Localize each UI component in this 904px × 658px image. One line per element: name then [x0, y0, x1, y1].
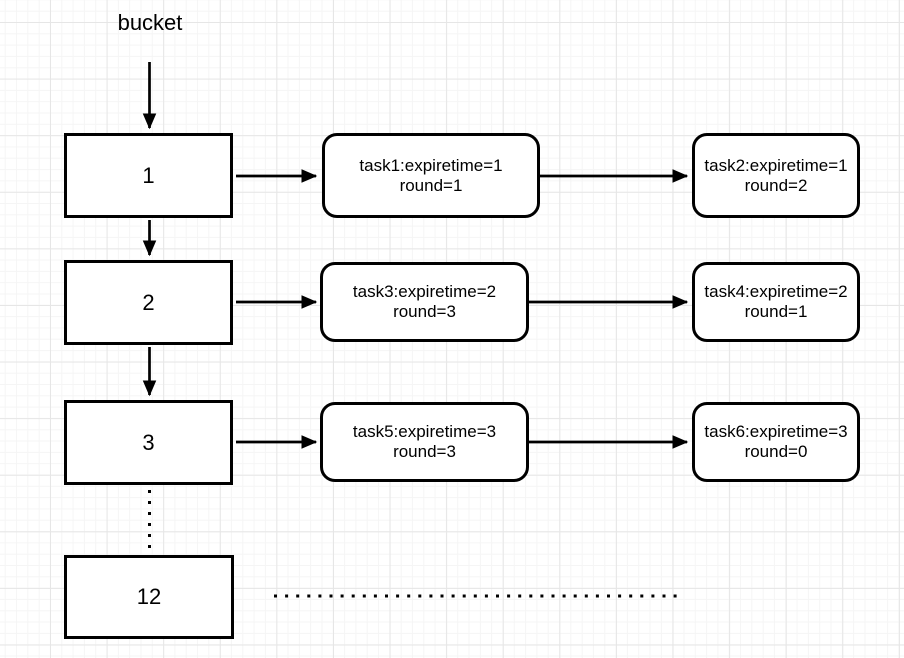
task-line2: round=3	[393, 442, 456, 461]
bucket-box-1: 1	[64, 133, 233, 218]
task-line2: round=1	[744, 302, 808, 321]
task-line1: task2:expiretime=1	[704, 155, 848, 175]
task-node-task1: task1:expiretime=1 round=1	[322, 133, 540, 218]
bucket-number: 3	[142, 429, 155, 455]
bucket-number: 1	[142, 162, 155, 188]
bucket-label: bucket	[117, 10, 183, 35]
task-line2: round=2	[744, 175, 808, 195]
task-node-task5: task5:expiretime=3 round=3	[320, 402, 529, 482]
bucket-box-3: 3	[64, 400, 233, 485]
bucket-number: 12	[136, 584, 162, 609]
task-line2: round=1	[399, 175, 463, 195]
task-node-task2: task2:expiretime=1 round=2	[692, 133, 860, 218]
task-line1: task5:expiretime=3	[352, 422, 497, 441]
bucket-number: 2	[142, 289, 155, 315]
task-line2: round=3	[393, 302, 456, 321]
task-node-task4: task4:expiretime=2 round=1	[692, 262, 860, 342]
task-line1: task3:expiretime=2	[352, 282, 497, 301]
task-line1: task1:expiretime=1	[359, 155, 503, 175]
task-line1: task6:expiretime=3	[704, 422, 848, 441]
task-line1: task4:expiretime=2	[704, 282, 848, 301]
bucket-box-12: 12	[64, 555, 234, 639]
task-node-task6: task6:expiretime=3 round=0	[692, 402, 860, 482]
task-line2: round=0	[744, 442, 808, 461]
task-node-task3: task3:expiretime=2 round=3	[320, 262, 529, 342]
bucket-box-2: 2	[64, 260, 233, 345]
